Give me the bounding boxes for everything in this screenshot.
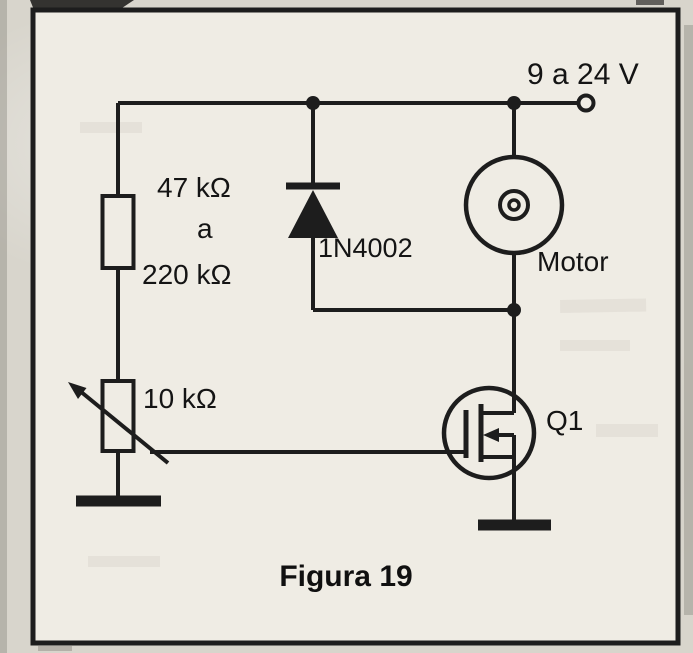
potentiometer: 10 kΩ (68, 379, 217, 507)
diode-part-label: 1N4002 (318, 233, 413, 263)
resistor-branch: 47 kΩ a 220 kΩ (100, 103, 231, 381)
potentiometer-value: 10 kΩ (143, 383, 217, 414)
transistor-label: Q1 (546, 405, 583, 436)
mosfet-arrow (483, 428, 499, 442)
supply-terminal (576, 93, 596, 113)
resistor-value-top: 47 kΩ (157, 172, 231, 203)
resistor-value-mid: a (197, 213, 213, 244)
potentiometer-wiper-arrowhead (68, 382, 87, 399)
supply-voltage-label: 9 a 24 V (527, 58, 639, 91)
bleed-through-marks (80, 122, 658, 567)
motor: Motor (463, 103, 609, 310)
figure-frame (30, 7, 681, 646)
scan-smudge-top-right (636, 0, 664, 5)
motor-label: Motor (537, 246, 609, 277)
scan-edge-right (684, 25, 693, 615)
motor-inner-ring (498, 189, 530, 221)
resistor-value-bottom: 220 kΩ (142, 259, 231, 290)
scan-edge-left (0, 0, 7, 653)
supply-rail: 9 a 24 V (118, 58, 639, 113)
figure-caption: Figura 19 (279, 560, 412, 593)
circuit: 9 a 24 V 47 kΩ a 220 kΩ 10 kΩ (68, 58, 639, 531)
motor-inner-dot (507, 198, 521, 212)
scan-smudge-bottom (38, 646, 72, 651)
diode-anode-triangle (288, 190, 338, 238)
diode: 1N4002 (286, 103, 521, 317)
mosfet-body (441, 385, 537, 481)
mosfet: Q1 (150, 310, 583, 531)
